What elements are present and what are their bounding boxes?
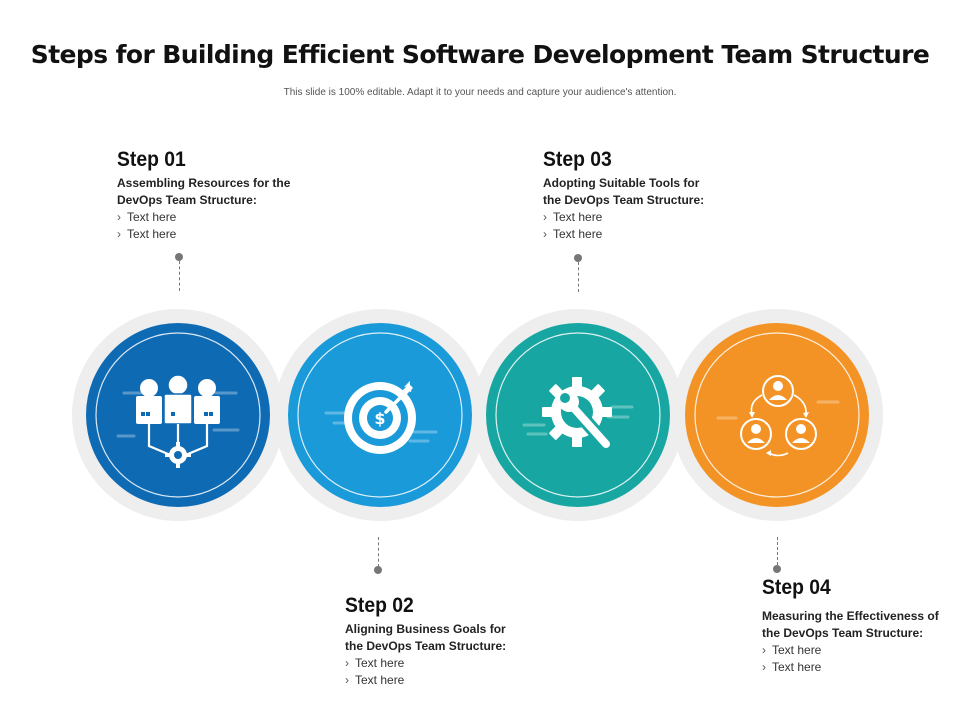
step-04-text: Step 04 Measuring the Effectiveness of t… (762, 576, 958, 676)
step-03-description: Adopting Suitable Tools for the DevOps T… (543, 175, 753, 209)
step-04-bullets: › Text here › Text here (762, 642, 958, 676)
step-01-description: Assembling Resources for the DevOps Team… (117, 175, 327, 209)
step-04-title: Step 04 (762, 576, 831, 599)
chevron-right-icon: › (117, 227, 121, 241)
step-04-bullet: › Text here (762, 659, 958, 676)
target-dollar-icon: $ (324, 381, 438, 454)
connector-dot-step-02 (374, 566, 382, 574)
connector-dot-step-03 (574, 254, 582, 262)
step-04-circle (685, 323, 869, 507)
step-01-description-line-2: DevOps Team Structure: (117, 193, 257, 207)
step-03-title: Step 03 (543, 148, 612, 171)
step-02-description-line-2: the DevOps Team Structure: (345, 639, 507, 653)
step-01-bullet: › Text here (117, 226, 327, 243)
step-01-bullet-text: Text here (127, 210, 177, 224)
step-03-bullets: › Text here › Text here (543, 209, 753, 243)
step-01-title: Step 01 (117, 148, 186, 171)
page-title: Steps for Building Efficient Software De… (30, 40, 930, 69)
chevron-right-icon: › (345, 656, 349, 670)
svg-text:$: $ (374, 409, 385, 428)
people-cycle-icon (716, 375, 840, 457)
chevron-right-icon: › (762, 643, 766, 657)
page-subtitle: This slide is 100% editable. Adapt it to… (283, 87, 677, 98)
chevron-right-icon: › (543, 227, 547, 241)
team-network-icon (116, 374, 240, 468)
step-01-text: Step 01 Assembling Resources for the Dev… (117, 148, 327, 243)
connector-line-step-02 (378, 537, 379, 567)
step-02-bullets: › Text here › Text here (345, 655, 555, 689)
step-04-bullet-text: Text here (772, 660, 822, 674)
step-02-bullet: › Text here (345, 672, 555, 689)
step-04-bullet: › Text here (762, 642, 958, 659)
step-02-text: Step 02 Aligning Business Goals for the … (345, 594, 555, 689)
connector-line-step-04 (777, 537, 778, 565)
step-03-bullet: › Text here (543, 209, 753, 226)
step-04-bullet-text: Text here (772, 643, 822, 657)
step-01-bullets: › Text here › Text here (117, 209, 327, 243)
step-02-bullet-text: Text here (355, 656, 405, 670)
step-03-description-line-2: the DevOps Team Structure: (543, 193, 705, 207)
chevron-right-icon: › (345, 673, 349, 687)
step-02-description-line-1: Aligning Business Goals for (345, 622, 506, 636)
step-02-description: Aligning Business Goals for the DevOps T… (345, 621, 555, 655)
step-02-bullet: › Text here (345, 655, 555, 672)
chevron-right-icon: › (543, 210, 547, 224)
connector-dot-step-04 (773, 565, 781, 573)
step-04-description: Measuring the Effectiveness of the DevOp… (762, 608, 958, 642)
step-03-bullet: › Text here (543, 226, 753, 243)
step-04-description-line-1: Measuring the Effectiveness of (762, 609, 939, 623)
connector-line-step-03 (578, 262, 579, 292)
step-02-title: Step 02 (345, 594, 414, 617)
gear-wrench-icon (522, 377, 634, 451)
connector-dot-step-01 (175, 253, 183, 261)
step-01-description-line-1: Assembling Resources for the (117, 176, 291, 190)
step-01-bullet: › Text here (117, 209, 327, 226)
step-03-text: Step 03 Adopting Suitable Tools for the … (543, 148, 753, 243)
step-02-bullet-text: Text here (355, 673, 405, 687)
chevron-right-icon: › (762, 660, 766, 674)
step-04-description-line-2: the DevOps Team Structure: (762, 626, 924, 640)
step-01-bullet-text: Text here (127, 227, 177, 241)
step-03-bullet-text: Text here (553, 227, 603, 241)
step-03-bullet-text: Text here (553, 210, 603, 224)
chevron-right-icon: › (117, 210, 121, 224)
step-03-description-line-1: Adopting Suitable Tools for (543, 176, 700, 190)
connector-line-step-01 (179, 261, 180, 291)
